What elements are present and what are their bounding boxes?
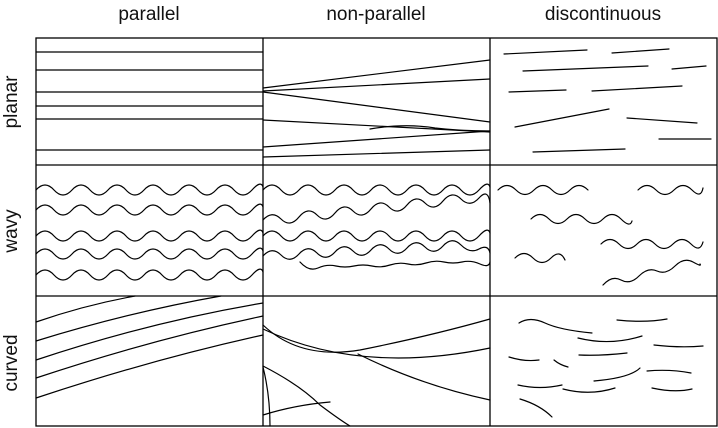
diagram-grid: [35, 37, 718, 427]
planar-parallel-cell: [35, 51, 264, 151]
column-label-discontinuous: discontinuous: [544, 4, 662, 25]
planar-discontinuous-cell: [503, 48, 712, 153]
curved-parallel-cell: [35, 295, 264, 399]
wavy-non-parallel-cell: [262, 183, 491, 270]
wavy-parallel-cell: [35, 183, 264, 281]
column-label-parallel: parallel: [118, 4, 180, 25]
column-label-non-parallel: non-parallel: [326, 4, 426, 25]
wavy-discontinuous-cell: [497, 184, 704, 286]
planar-non-parallel-cell: [262, 59, 491, 158]
curved-non-parallel-cell: [262, 318, 491, 427]
curved-discontinuous-cell: [508, 318, 704, 418]
